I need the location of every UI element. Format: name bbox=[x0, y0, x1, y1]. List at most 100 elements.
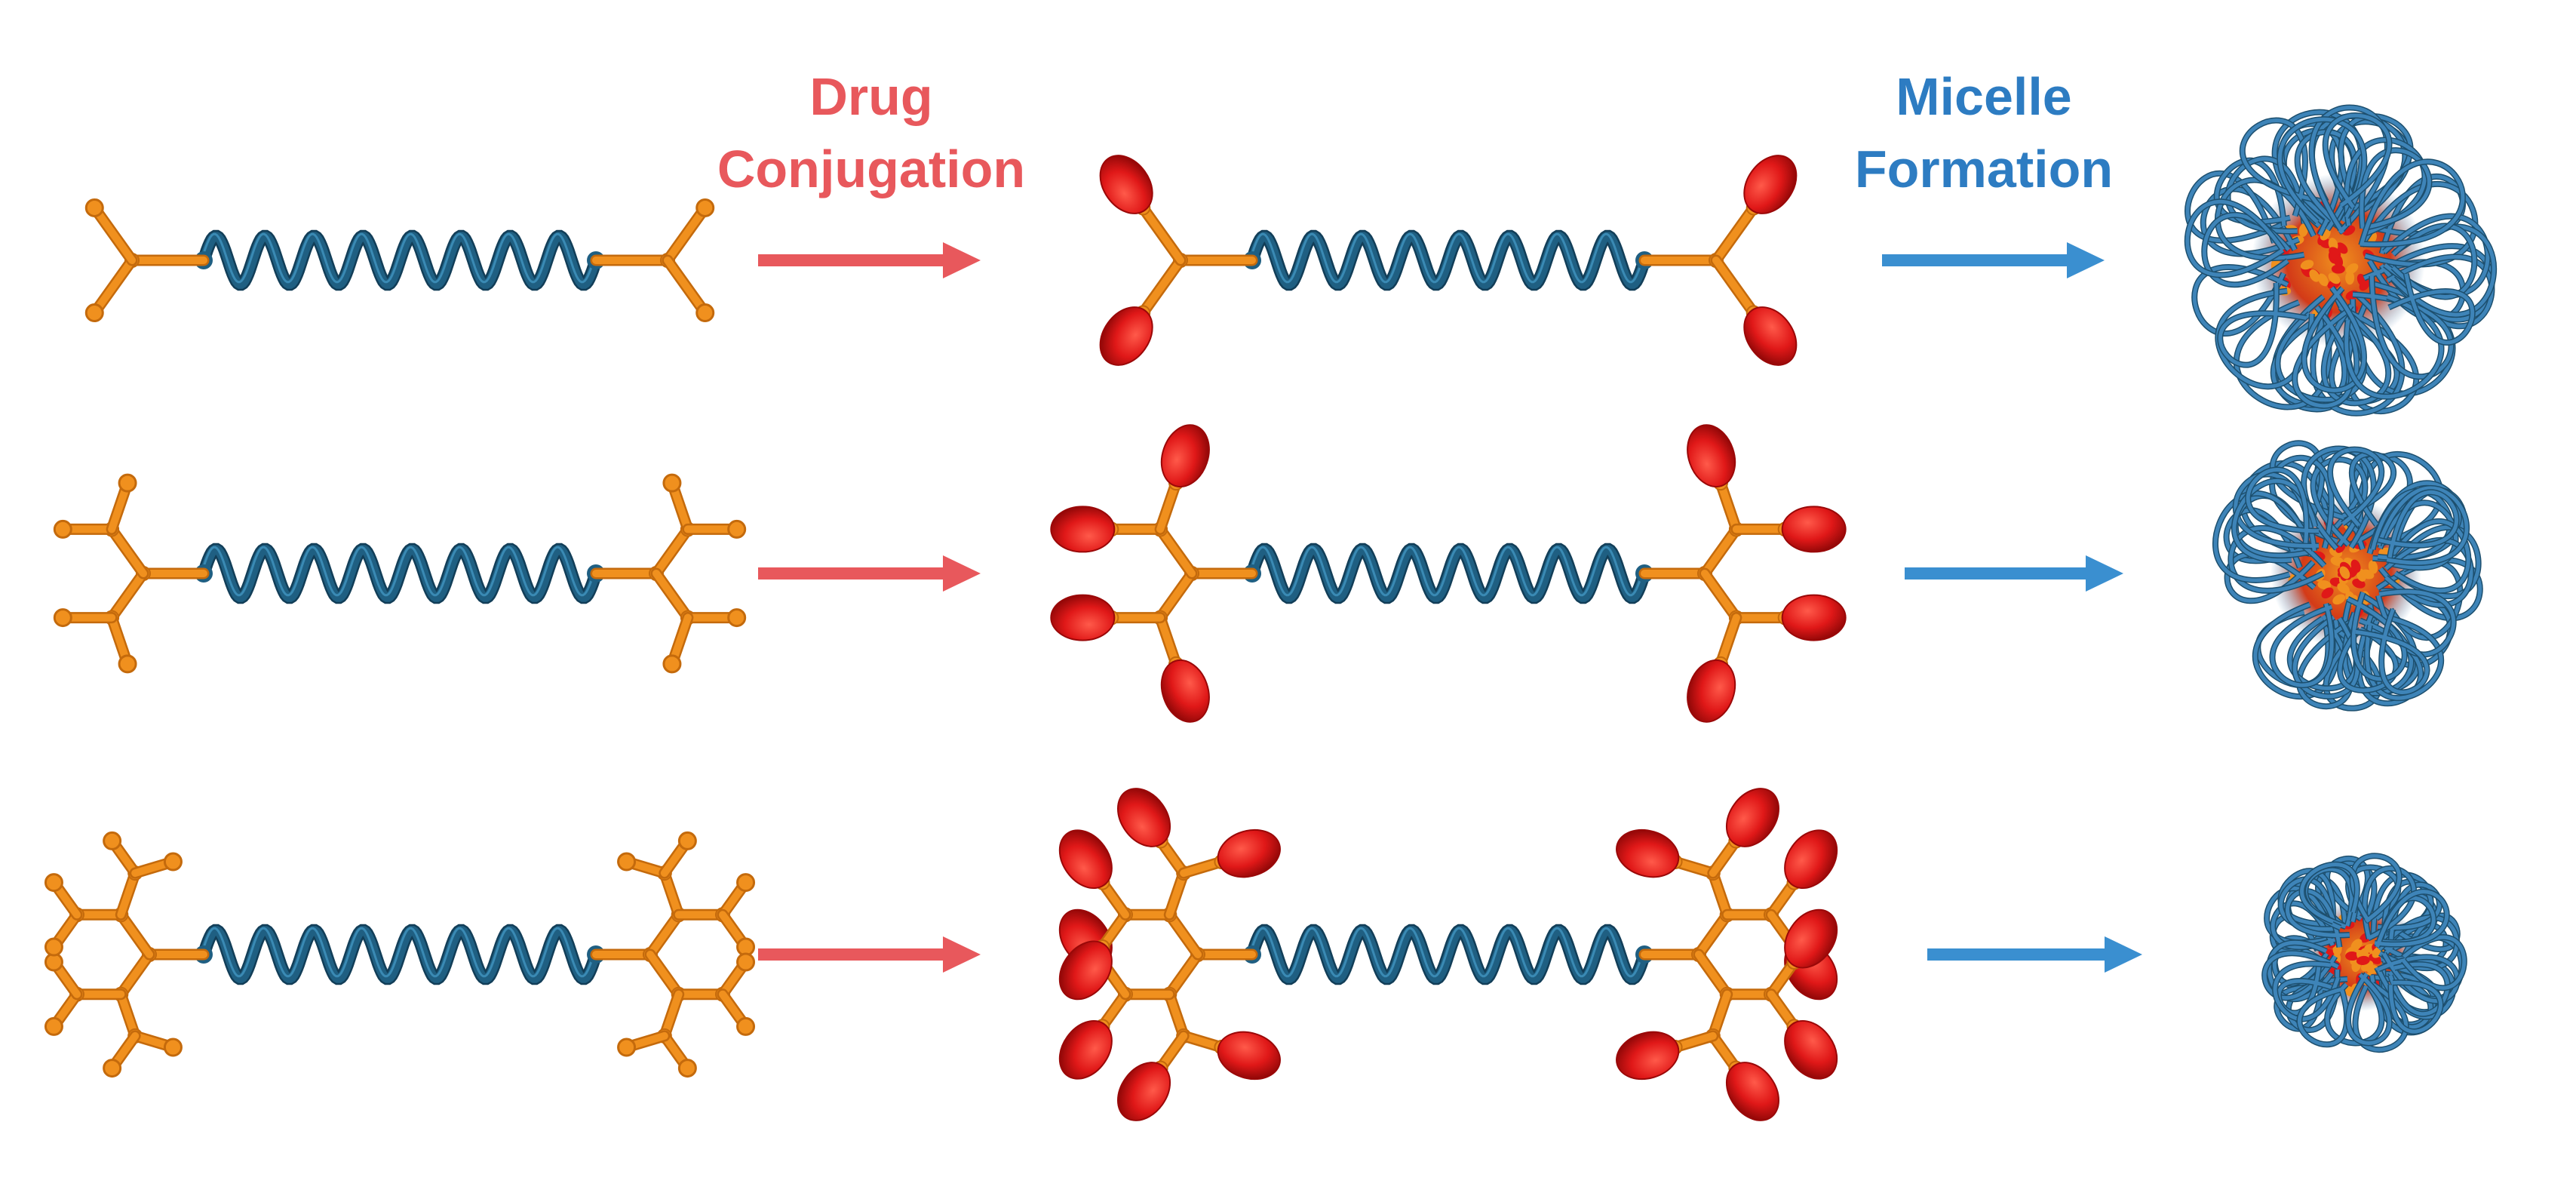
dendron-bond bbox=[108, 525, 147, 577]
dendron-bond bbox=[1139, 257, 1184, 317]
micelle-formation-line1: Micelle bbox=[1896, 67, 2072, 126]
dendron-bond bbox=[646, 951, 683, 998]
dendron-terminal bbox=[736, 952, 756, 972]
dendron-bond bbox=[1712, 257, 1758, 317]
dendron-terminal bbox=[677, 831, 697, 850]
dendron-terminal bbox=[44, 937, 63, 957]
micelle-strand bbox=[2229, 526, 2326, 593]
row-generation-3 bbox=[44, 788, 2467, 1121]
micelle-core-speck bbox=[2309, 269, 2320, 282]
micelle-strand bbox=[2310, 293, 2404, 416]
micelle-strand bbox=[2377, 486, 2469, 565]
micelle-formation-arrow-head bbox=[2105, 936, 2142, 973]
dendron-terminal bbox=[84, 198, 104, 217]
dendron-bond bbox=[91, 204, 136, 264]
dendron-terminal bbox=[118, 654, 137, 674]
micelle-strand bbox=[2192, 265, 2289, 336]
micelle-strand bbox=[2232, 478, 2317, 563]
micelle-strand bbox=[2225, 157, 2306, 233]
precursor-molecule bbox=[44, 831, 756, 1078]
drug-molecule bbox=[1058, 1019, 1113, 1080]
drug-conjugation-label: Drug Conjugation bbox=[709, 60, 1033, 205]
dendron-terminal bbox=[662, 473, 682, 493]
dendron-bond bbox=[1139, 204, 1184, 264]
micelle-strand bbox=[2218, 282, 2307, 367]
micelle-core-speck bbox=[2350, 559, 2361, 573]
precursor-molecule bbox=[53, 473, 747, 674]
dendron-terminal bbox=[118, 473, 137, 493]
micelle-strand bbox=[2347, 592, 2407, 681]
dendron-bond bbox=[1716, 613, 1740, 668]
drug-molecule bbox=[1725, 788, 1780, 847]
drug-molecule bbox=[1616, 828, 1680, 878]
micelle-strand bbox=[2388, 962, 2450, 1016]
polymer-chain-highlight bbox=[1249, 232, 1644, 284]
micelle-core-speck bbox=[2333, 254, 2344, 268]
micelle bbox=[2261, 853, 2467, 1053]
dendron-bond bbox=[1716, 479, 1740, 533]
dendron-bond bbox=[117, 911, 153, 958]
dendron-terminal bbox=[736, 1016, 756, 1036]
micelle-formation-line2: Formation bbox=[1854, 140, 2114, 198]
drug-molecule bbox=[1784, 908, 1838, 969]
drug-conjugation-arrow-head bbox=[943, 555, 981, 592]
dendron-bond bbox=[1695, 911, 1731, 958]
dendron-terminal bbox=[736, 873, 756, 893]
dendron-terminal bbox=[163, 1038, 183, 1057]
micelle-strand bbox=[2273, 961, 2340, 1021]
micelle bbox=[2184, 104, 2498, 417]
polymer-chain-highlight bbox=[201, 232, 596, 284]
dendron-bond bbox=[646, 911, 683, 958]
drug-molecule bbox=[1050, 594, 1116, 641]
micelle-strand bbox=[2353, 982, 2409, 1052]
polymer-chain-highlight bbox=[201, 546, 596, 597]
micelle-strand bbox=[2295, 130, 2356, 231]
micelle-strand bbox=[2392, 519, 2470, 593]
micelle-formation-label: Micelle Formation bbox=[1825, 60, 2142, 205]
dendron-terminal bbox=[53, 608, 72, 628]
drug-conjugation-arrow-head bbox=[943, 242, 981, 278]
dendron-bond bbox=[108, 570, 147, 622]
micelle-strand bbox=[2378, 952, 2460, 1004]
micelle-strand bbox=[2300, 862, 2360, 924]
micelle-strand bbox=[2352, 275, 2454, 379]
micelle-core-speck bbox=[2339, 566, 2350, 579]
dendron-terminal bbox=[617, 1038, 637, 1057]
micelle-strand bbox=[2323, 113, 2391, 209]
dendron-bond bbox=[117, 951, 153, 998]
dendron-bond bbox=[1156, 525, 1196, 577]
dendron-bond bbox=[1156, 570, 1196, 622]
micelle-strand bbox=[2270, 456, 2338, 549]
micelle-strand bbox=[2359, 159, 2465, 247]
micelle-strand bbox=[2338, 627, 2398, 693]
micelle-strand bbox=[2360, 148, 2431, 230]
dendron-terminal bbox=[103, 1059, 122, 1078]
micelle-core-speck bbox=[2317, 580, 2332, 590]
row-generation-2 bbox=[53, 424, 2483, 723]
dendron-bond bbox=[1156, 479, 1181, 533]
dendron-terminal bbox=[727, 608, 747, 628]
micelle-strand bbox=[2350, 853, 2402, 923]
dendron-bond bbox=[91, 257, 136, 317]
dendron-terminal bbox=[44, 873, 63, 893]
dendron-bond bbox=[1712, 204, 1758, 264]
dendron-terminal bbox=[662, 654, 682, 674]
drug-molecule bbox=[1616, 1031, 1680, 1081]
micelle-formation-arrow-head bbox=[2067, 242, 2105, 278]
drug-conjugation-line1: Drug bbox=[809, 67, 933, 126]
micelle-core-speck bbox=[2332, 594, 2346, 605]
dendron-bond bbox=[1165, 911, 1202, 958]
drug-molecule bbox=[1058, 829, 1113, 890]
micelle-core-speck bbox=[2345, 271, 2355, 285]
drug-molecule bbox=[1743, 155, 1798, 214]
dendron-bond bbox=[664, 257, 709, 317]
micelle-strand bbox=[2246, 468, 2320, 543]
dendron-terminal bbox=[163, 852, 183, 872]
micelle-strand bbox=[2388, 980, 2442, 1034]
micelle-strand bbox=[2262, 951, 2339, 1000]
drug-molecule bbox=[1784, 1019, 1838, 1080]
dendron-bond bbox=[1165, 951, 1202, 998]
micelle-strand bbox=[2346, 973, 2391, 1045]
micelle-strand bbox=[2277, 117, 2366, 224]
